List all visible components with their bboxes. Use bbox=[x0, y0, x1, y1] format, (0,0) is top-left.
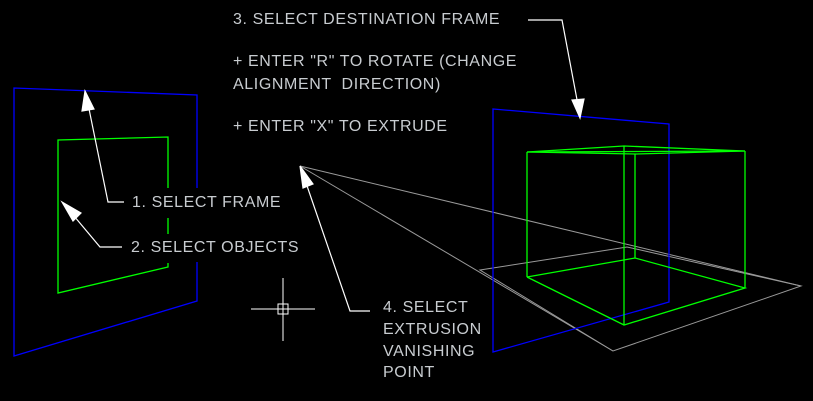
crosshair-cursor-icon bbox=[251, 278, 315, 341]
source-objects[interactable] bbox=[57, 136, 169, 294]
extruded-box[interactable] bbox=[526, 145, 748, 326]
source-frame[interactable] bbox=[13, 87, 198, 357]
step1-label: 1. SELECT FRAME bbox=[132, 194, 282, 211]
extrusion-guides bbox=[299, 165, 803, 352]
step4-line4: POINT bbox=[383, 364, 435, 381]
destination-frame[interactable] bbox=[492, 108, 670, 353]
arrowhead-2 bbox=[60, 200, 82, 222]
extrude-hint: + ENTER "X" TO EXTRUDE bbox=[233, 118, 448, 135]
arrowhead-1 bbox=[81, 89, 95, 112]
rotate-hint-line2: ALIGNMENT DIRECTION) bbox=[233, 76, 441, 93]
arrowhead-3 bbox=[571, 98, 585, 120]
step4-line3: VANISHING bbox=[383, 343, 476, 360]
leader-arrows bbox=[60, 19, 585, 312]
step2-label: 2. SELECT OBJECTS bbox=[131, 239, 300, 256]
step4-line2: EXTRUSION bbox=[383, 321, 482, 338]
arrowhead-4 bbox=[299, 165, 314, 189]
step4-line1: 4. SELECT bbox=[383, 299, 469, 316]
rotate-hint-line1: + ENTER "R" TO ROTATE (CHANGE bbox=[233, 53, 518, 70]
step3-label: 3. SELECT DESTINATION FRAME bbox=[233, 11, 501, 28]
